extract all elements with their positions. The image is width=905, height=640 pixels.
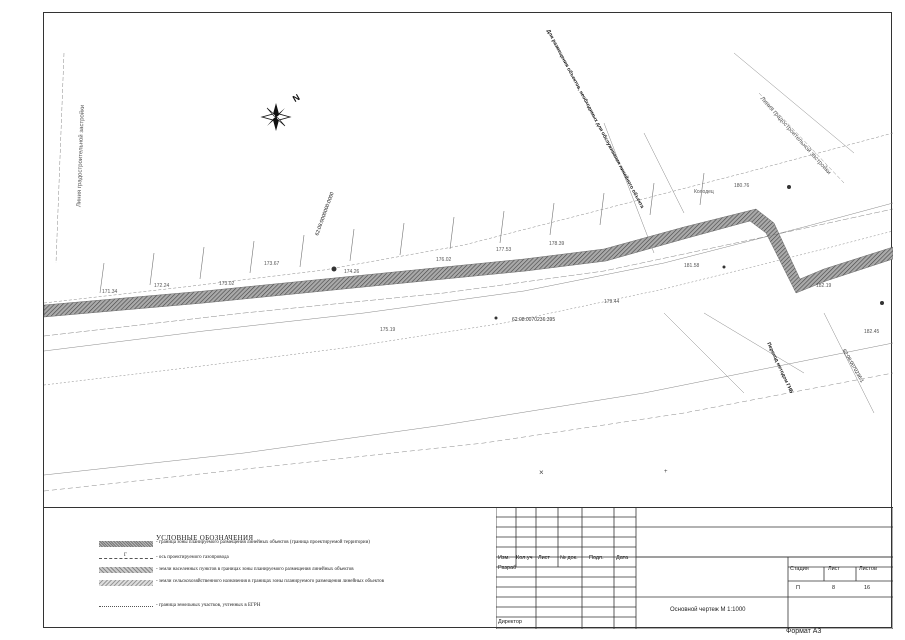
legend-swatch-road-icon <box>99 541 153 547</box>
legend-swatch-settlement-icon <box>99 567 153 573</box>
legend-marker: Г <box>124 553 127 558</box>
elevation-label: 174.26 <box>344 269 360 275</box>
title-block <box>496 507 893 629</box>
legend-item: - граница земельных участков, учтенных в… <box>156 603 261 608</box>
drawing-name: Основной чертеж М 1:1000 <box>670 607 746 613</box>
legend-dash-line-icon <box>99 558 153 559</box>
elevation-label: 180.76 <box>734 183 750 189</box>
svg-text:×: × <box>539 468 544 477</box>
legend-title: УСЛОВНЫЕ ОБОЗНАЧЕНИЯ <box>156 534 254 542</box>
col-header-doc: № док. <box>560 555 578 561</box>
legend-item: - земли населенных пунктов в границах зо… <box>156 567 354 572</box>
legend-item: - граница зоны планируемого размещения л… <box>156 540 370 545</box>
col-header-kol: Кол.уч <box>516 555 533 561</box>
role-developer: Разраб <box>498 565 517 571</box>
elevation-label: 182.45 <box>864 329 880 335</box>
map-view: × + <box>44 52 893 492</box>
role-director: Директор <box>498 619 522 625</box>
svg-text:+: + <box>664 469 668 475</box>
col-header-izm: Изм. <box>498 555 510 561</box>
parcel-label-a: 62:08:0070236:395 <box>512 317 556 323</box>
stage-value: П <box>796 585 800 591</box>
col-header-list: Лист <box>538 555 550 561</box>
frame-divider <box>44 507 893 508</box>
well-label: Колодец <box>694 189 714 195</box>
legend-dotted-line-icon <box>99 606 153 607</box>
compass-rose-icon <box>260 103 292 131</box>
sheet-label: Лист <box>828 566 840 572</box>
legend-item: - ось проектируемого газопровода <box>156 555 229 560</box>
col-header-sign: Подп. <box>589 555 604 561</box>
sheet-value: 8 <box>832 585 836 591</box>
elevation-label: 182.19 <box>816 283 832 289</box>
elevation-label: 179.44 <box>604 299 620 305</box>
drawing-sheet: × + N Линия градостроительной застройки … <box>43 12 893 629</box>
col-header-date: Дата <box>616 555 629 561</box>
legend-swatch-agri-icon <box>99 580 153 586</box>
elevation-label: 176.02 <box>436 257 452 263</box>
sheets-label: Листов <box>859 566 877 572</box>
elevation-label: 178.39 <box>549 241 565 247</box>
elevation-label: 173.67 <box>264 261 280 267</box>
elevation-label: 171.34 <box>102 289 118 295</box>
elevation-label: 173.02 <box>219 281 235 287</box>
corridor-hatch <box>44 208 893 318</box>
sheet-format-label: Формат А3 <box>786 628 822 635</box>
legend-item: - земли сельскохозяйственного назначения… <box>156 579 385 584</box>
sheets-value: 16 <box>864 585 871 591</box>
elevation-label: 172.24 <box>154 283 170 289</box>
elevation-label: 175.19 <box>380 327 396 333</box>
elevation-label: 177.53 <box>496 247 512 253</box>
elevation-label: 181.58 <box>684 263 700 269</box>
stage-label: Стадия <box>790 566 809 572</box>
